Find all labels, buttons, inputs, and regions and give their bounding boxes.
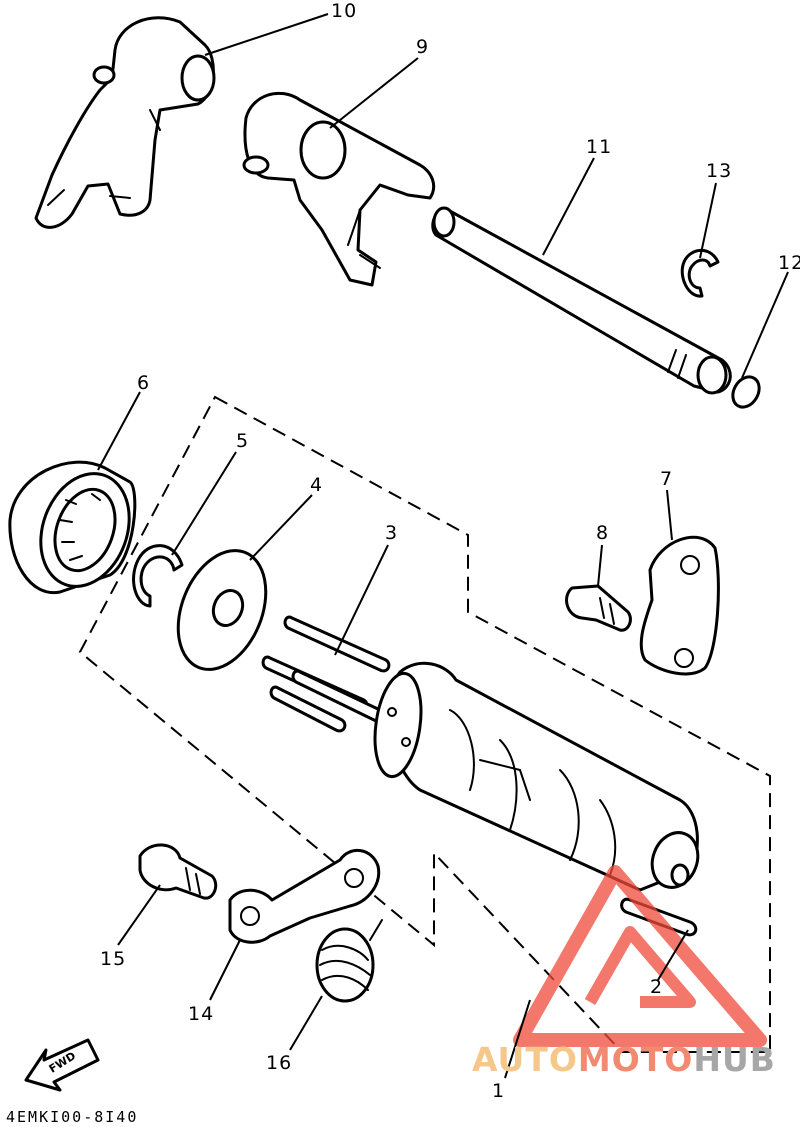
label-11: 11 — [586, 136, 613, 158]
shift-fork-10 — [34, 16, 216, 229]
diagram-code: 4EMKI00-8I40 — [6, 1108, 139, 1126]
segment-7 — [639, 535, 720, 676]
label-12: 12 — [778, 252, 800, 274]
label-15: 15 — [100, 948, 127, 970]
label-16: 16 — [266, 1052, 293, 1074]
pins-3 — [261, 615, 391, 733]
fwd-arrow-icon — [24, 1038, 100, 1092]
watermark-text: AUTOMOTOHUB — [472, 1040, 776, 1079]
spring-16 — [315, 919, 383, 1003]
label-1: 1 — [492, 1080, 506, 1102]
watermark-part-hub: HUB — [693, 1040, 776, 1079]
leader-lines — [97, 13, 789, 1079]
bolt-15 — [138, 843, 218, 900]
watermark-part-moto: MOTO — [577, 1040, 694, 1079]
stopper-lever-14 — [228, 849, 381, 944]
label-13: 13 — [706, 160, 733, 182]
assembly-boundary — [78, 395, 771, 1053]
label-7: 7 — [660, 468, 674, 490]
watermark-part-auto: AUTO — [472, 1040, 578, 1079]
plug-12 — [731, 375, 761, 409]
label-14: 14 — [188, 1003, 215, 1025]
label-4: 4 — [310, 474, 324, 496]
watermark-logo-icon — [513, 865, 767, 1047]
label-8: 8 — [596, 522, 610, 544]
circlip-5 — [132, 544, 184, 608]
washer-4 — [176, 549, 268, 671]
shift-fork-shaft-11 — [431, 206, 732, 395]
label-10: 10 — [331, 0, 358, 22]
label-2: 2 — [650, 976, 664, 998]
bearing-6 — [8, 460, 137, 595]
shift-drum-1 — [373, 661, 700, 892]
shift-fork-9 — [242, 91, 436, 287]
label-6: 6 — [137, 372, 151, 394]
screw-8 — [565, 584, 632, 632]
label-5: 5 — [236, 430, 250, 452]
circlip-13 — [680, 248, 720, 298]
label-3: 3 — [385, 522, 399, 544]
label-9: 9 — [416, 36, 430, 58]
